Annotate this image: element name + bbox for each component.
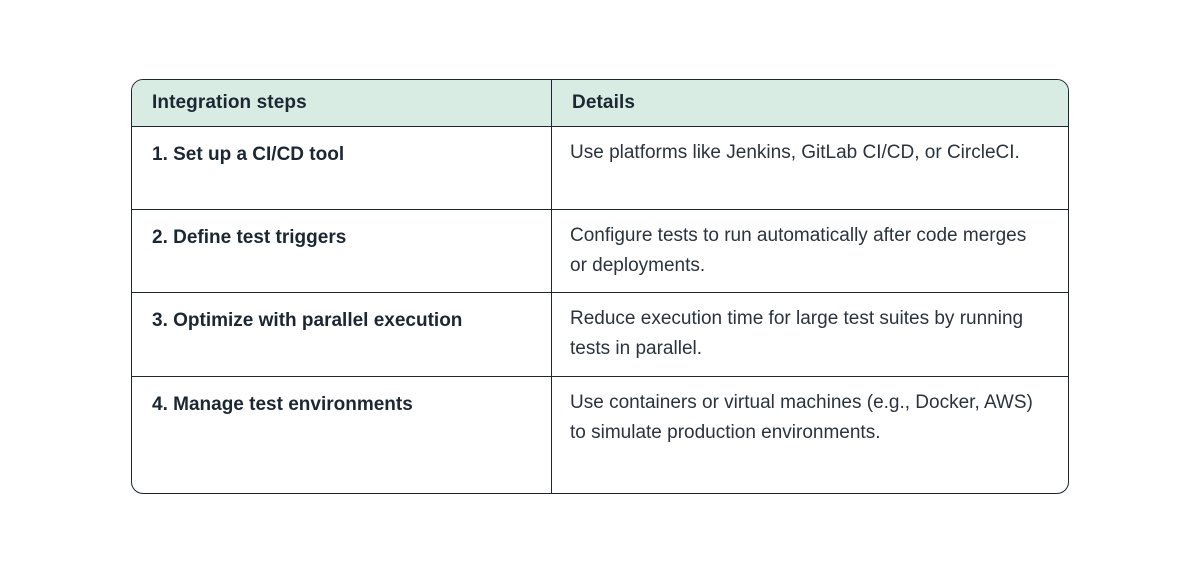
table-header-row: Integration steps Details — [132, 80, 1068, 127]
step-cell-4: 4. Manage test environments — [132, 377, 552, 493]
header-details: Details — [572, 92, 636, 113]
table-row: 3. Optimize with parallel execution Redu… — [132, 293, 1068, 377]
detail-cell-1: Use platforms like Jenkins, GitLab CI/CD… — [570, 142, 1020, 163]
step-cell-1: 1. Set up a CI/CD tool — [132, 127, 552, 209]
step-cell-3: 3. Optimize with parallel execution — [132, 293, 552, 376]
integration-steps-table: Integration steps Details 1. Set up a CI… — [131, 79, 1069, 494]
detail-cell-4: Use containers or virtual machines (e.g.… — [570, 392, 1033, 443]
detail-cell-3: Reduce execution time for large test sui… — [570, 308, 1024, 359]
detail-cell-2: Configure tests to run automatically aft… — [570, 225, 1027, 276]
table-row: 2. Define test triggers Configure tests … — [132, 210, 1068, 293]
table-row: 1. Set up a CI/CD tool Use platforms lik… — [132, 127, 1068, 210]
table-row: 4. Manage test environments Use containe… — [132, 377, 1068, 493]
header-integration-steps: Integration steps — [132, 80, 552, 126]
step-cell-2: 2. Define test triggers — [132, 210, 552, 292]
